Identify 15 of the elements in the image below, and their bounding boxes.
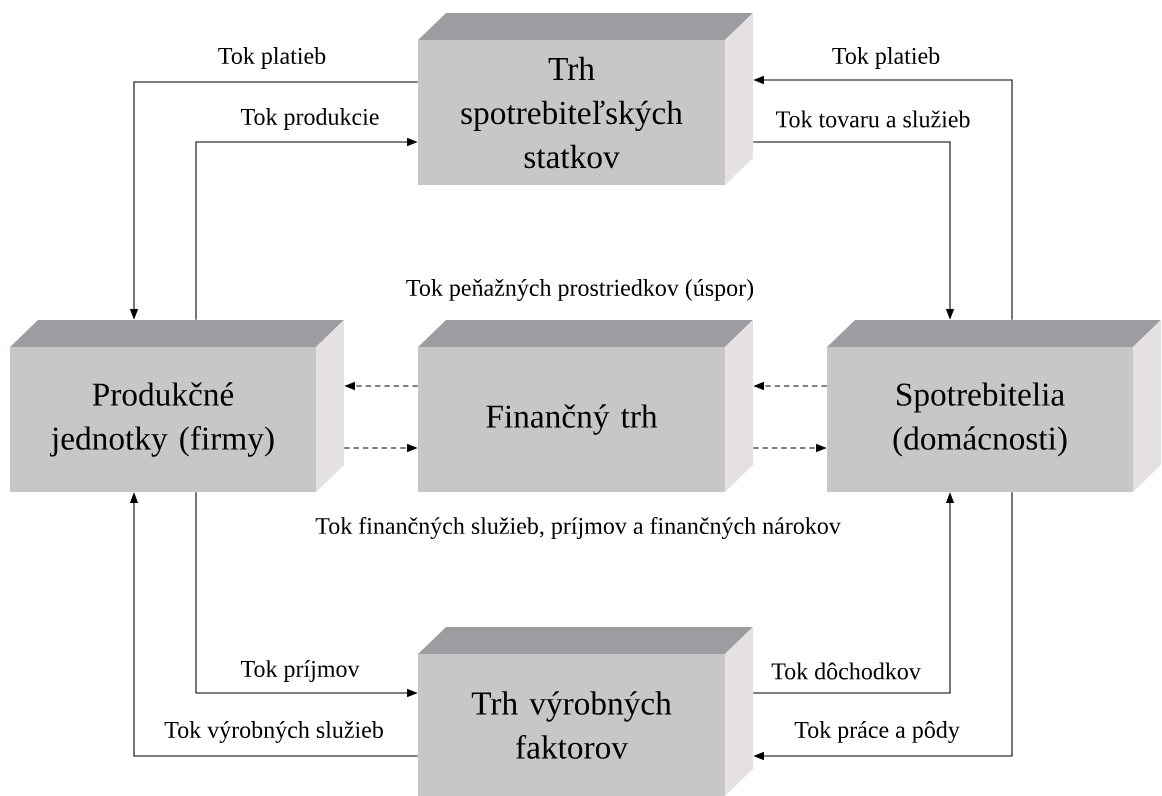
- edge-label: Tok platieb: [218, 47, 326, 69]
- block-box: Trh výrobných faktorov: [418, 627, 753, 796]
- flow-label: Tok finančných služieb, príjmov a finančných nárokov: [315, 516, 841, 540]
- block-box: Produkčné jednotky (firmy): [10, 320, 344, 492]
- edge-label: Tok práce a pôdy: [794, 721, 960, 743]
- edge-label: Tok tovaru a služieb: [776, 110, 970, 128]
- edge-label: Tok výrobných služieb: [164, 721, 383, 743]
- edge-label: Tok príjmov: [240, 660, 360, 682]
- block-box: Trh spotrebiteľských statkov: [418, 13, 753, 185]
- edge-label: Tok dôchodkov: [771, 662, 921, 680]
- edge-label: Tok produkcie: [240, 108, 379, 130]
- block-box: Spotrebitelia (domácnosti): [827, 320, 1161, 492]
- edge-label: Tok platieb: [832, 47, 940, 69]
- flow-label: Tok peňažných prostriedkov (úspor): [406, 279, 754, 301]
- block-box: Finančný trh: [418, 320, 753, 492]
